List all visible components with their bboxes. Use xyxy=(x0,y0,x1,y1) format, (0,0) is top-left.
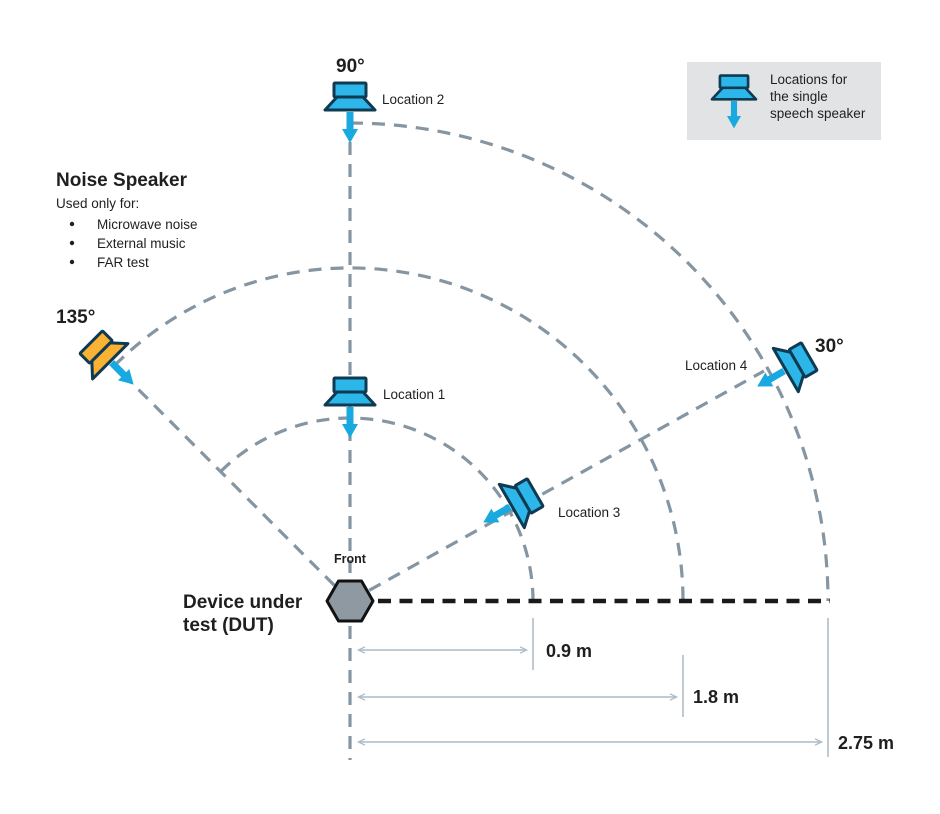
location-2-label: Location 2 xyxy=(382,92,444,107)
legend: Locations for the single speech speaker xyxy=(687,62,881,140)
bullet-dot xyxy=(69,259,75,265)
speech-speaker-icon-location-2 xyxy=(325,83,375,143)
dut-label-line-2: test (DUT) xyxy=(183,615,274,636)
arc-2-75m xyxy=(349,121,830,602)
angle-label-90: 90° xyxy=(336,56,365,77)
arc-0-9m xyxy=(219,416,535,602)
location-4-label: Location 4 xyxy=(685,358,748,373)
legend-text-line-2: the single xyxy=(770,89,828,104)
arc-1-8m xyxy=(113,266,685,602)
radial-line-135deg xyxy=(129,380,352,603)
noise-speaker-title: Noise Speaker xyxy=(56,170,188,191)
radial-line-30deg xyxy=(349,369,765,603)
noise-speaker-bullet-2: External music xyxy=(97,236,186,251)
bullet-dot xyxy=(69,221,75,227)
dut-front-label: Front xyxy=(334,552,367,566)
angle-label-135: 135° xyxy=(56,307,95,328)
measurement-label-1-8m: 1.8 m xyxy=(693,687,739,707)
bullet-dot xyxy=(69,240,75,246)
noise-speaker-subtitle: Used only for: xyxy=(56,196,139,211)
dut-label-line-1: Device under xyxy=(183,592,303,613)
measurement-label-2-75m: 2.75 m xyxy=(838,733,894,753)
speech-speaker-icon-location-1 xyxy=(325,378,375,438)
noise-speaker-bullet-3: FAR test xyxy=(97,255,149,270)
noise-speaker-bullet-1: Microwave noise xyxy=(97,217,198,232)
measurement-label-0-9m: 0.9 m xyxy=(546,641,592,661)
angle-label-30: 30° xyxy=(815,336,844,357)
dut-hexagon xyxy=(325,579,375,623)
location-1-label: Location 1 xyxy=(383,387,445,402)
legend-text-line-3: speech speaker xyxy=(770,106,866,121)
location-3-label: Location 3 xyxy=(558,505,620,520)
legend-text-line-1: Locations for xyxy=(770,72,848,87)
speech-speaker-icon-location-3 xyxy=(471,471,548,544)
